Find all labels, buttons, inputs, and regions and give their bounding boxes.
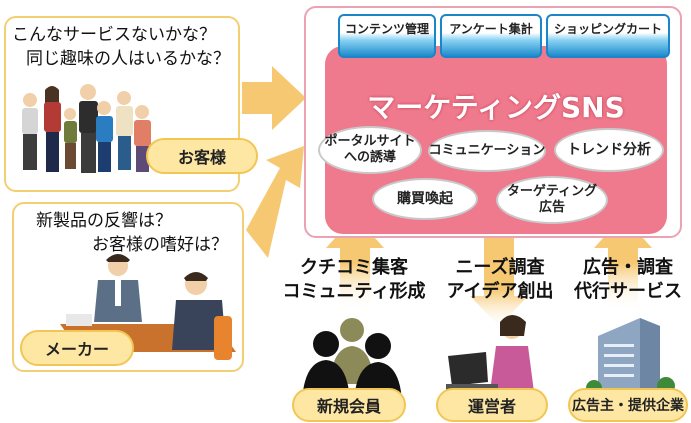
feature-targeting-line2: 広告: [538, 200, 565, 215]
feature-targeting-line1: ターゲティング: [506, 184, 598, 199]
flow-needs-line1: ニーズ調査: [455, 257, 545, 278]
feature-communication-label: コミュニケーション: [428, 143, 546, 158]
tab-content-management[interactable]: コンテンツ管理: [338, 14, 436, 58]
flow-word-of-mouth-line1: クチコミ集客: [300, 257, 408, 278]
tab-shopping-cart[interactable]: ショッピングカート: [546, 14, 670, 58]
feature-portal-guidance: ポータルサイトへの誘導: [318, 126, 422, 174]
flow-ads-line1: 広告・調査: [583, 257, 673, 278]
members-to-sns-arrow: [326, 216, 384, 310]
customer-question-2: 同じ趣味の人はいるかな？: [26, 49, 230, 69]
feature-trend-label: トレンド分析: [567, 142, 651, 158]
feature-purchase-stimulation: 購買喚起: [372, 178, 478, 220]
sns-title: マーケティングSNS: [367, 91, 625, 124]
flow-needs-line2: アイデア創出: [446, 281, 554, 302]
customer-to-sns-arrow: [242, 66, 306, 130]
tab-content-management-label: コンテンツ管理: [344, 22, 429, 36]
maker-to-sns-arrow: [246, 146, 304, 258]
family-people-icon: [22, 84, 151, 173]
operator-person-icon: [446, 315, 534, 392]
badge-new-members: 新規会員: [292, 388, 406, 422]
flow-ad-services: 広告・調査 代行サービス: [568, 256, 688, 304]
tab-survey-aggregation-label: アンケート集計: [449, 22, 533, 36]
flow-needs-research: ニーズ調査 アイデア創出: [432, 256, 568, 304]
office-building-icon: [586, 318, 675, 396]
feature-portal-line1: ポータルサイト: [324, 134, 416, 149]
tab-shopping-cart-label: ショッピングカート: [553, 22, 662, 36]
customer-question-1: こんなサービスないかな？: [12, 25, 216, 45]
maker-badge: メーカー: [20, 330, 134, 366]
customer-badge: お客様: [146, 138, 258, 174]
advertisers-to-sns-arrow: [594, 216, 652, 310]
tab-survey-aggregation[interactable]: アンケート集計: [440, 14, 542, 58]
flow-word-of-mouth: クチコミ集客 コミュニティ形成: [272, 256, 436, 304]
maker-question-2: お客様の嗜好は？: [92, 235, 228, 255]
feature-trend-analysis: トレンド分析: [554, 128, 664, 172]
feature-portal-line2: への誘導: [343, 150, 396, 165]
feature-purchase-label: 購買喚起: [397, 191, 453, 207]
badge-operator: 運営者: [436, 388, 548, 422]
flow-ads-line2: 代行サービス: [574, 281, 682, 302]
sns-to-operator-arrow: [470, 234, 528, 326]
badge-advertisers: 広告主・提供企業: [568, 388, 688, 422]
feature-communication: コミュニケーション: [428, 130, 546, 172]
maker-question-1: 新製品の反響は？: [36, 211, 172, 231]
flow-word-of-mouth-line2: コミュニティ形成: [282, 281, 426, 302]
feature-targeting-ads: ターゲティング広告: [496, 176, 608, 224]
